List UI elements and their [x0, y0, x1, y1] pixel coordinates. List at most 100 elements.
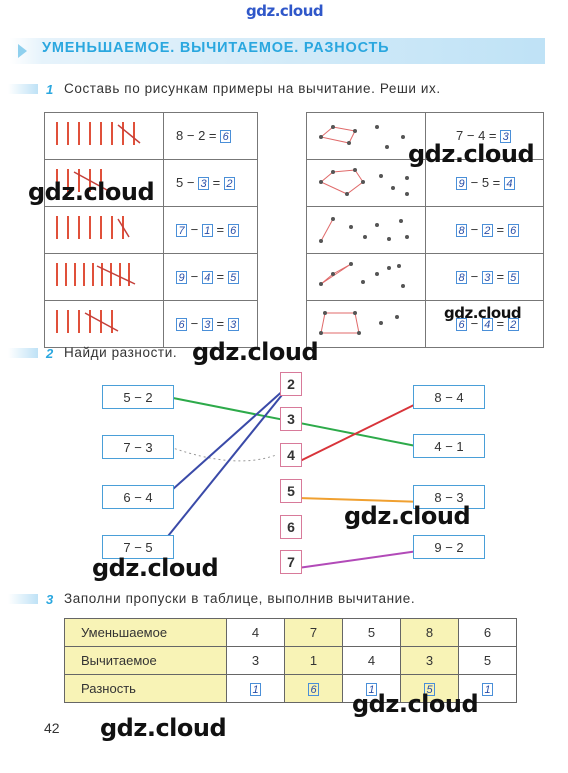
- cross-out-line: [73, 171, 108, 191]
- cross-out-line: [117, 218, 130, 238]
- left-expression-box: 6 − 4: [102, 485, 174, 509]
- dot: [405, 192, 409, 196]
- equation: 9 − 4 = 5: [176, 269, 239, 284]
- dots-drawing: [319, 311, 399, 335]
- row-label: Разность: [64, 674, 227, 703]
- minuend: 9: [456, 177, 467, 190]
- subtrahend: 4: [481, 318, 493, 331]
- minuend: 7: [176, 224, 187, 237]
- table-cell: 1: [226, 674, 285, 703]
- dot: [347, 141, 351, 145]
- cell-value: 1: [482, 683, 493, 696]
- dots-cell: [306, 300, 426, 348]
- equation-cell: 9 − 5 = 4: [425, 159, 544, 207]
- cross-out-line: [117, 124, 141, 144]
- table-cell: 1: [284, 646, 343, 675]
- dot: [379, 321, 383, 325]
- dots-drawing: [319, 262, 405, 288]
- difference: 5: [507, 271, 519, 284]
- header-banner: [10, 38, 545, 64]
- watermark-8: gdz.cloud: [100, 714, 227, 742]
- dot: [363, 235, 367, 239]
- table-cell: 6: [458, 618, 517, 647]
- outline-shape: [320, 169, 364, 195]
- dot: [395, 315, 399, 319]
- sticks-cell: [44, 300, 164, 348]
- cell-value: 4: [367, 653, 376, 668]
- minuend: 8: [456, 224, 467, 237]
- table-cell: 1: [458, 674, 517, 703]
- table-row: 6 − 3 = 3: [44, 300, 258, 348]
- watermark-7: gdz.cloud: [352, 690, 479, 718]
- cell-value: 3: [251, 653, 260, 668]
- cell-value: 1: [309, 653, 318, 668]
- left-expression-box: 7 − 3: [102, 435, 174, 459]
- dots-cell: [306, 112, 426, 160]
- table-cell: 3: [400, 646, 459, 675]
- right-expression-box: 4 − 1: [413, 434, 485, 458]
- cell-value: 5: [367, 625, 376, 640]
- subtrahend: 4: [478, 128, 486, 143]
- sticks-cell: [44, 253, 164, 301]
- equation: 7 − 1 = 6: [176, 222, 239, 237]
- cell-value: 7: [309, 625, 318, 640]
- dot: [349, 262, 353, 266]
- subtrahend: 1: [201, 224, 213, 237]
- equation: 7 − 4 = 3: [456, 128, 512, 143]
- dashed-guide-line: [169, 446, 277, 462]
- equation-cell: 7 − 1 = 6: [163, 206, 258, 254]
- dot: [319, 331, 323, 335]
- cross-out-line: [96, 265, 136, 285]
- equation: 8 − 2 = 6: [456, 222, 519, 237]
- dot: [375, 223, 379, 227]
- equation: 6 − 3 = 3: [176, 316, 239, 331]
- table-cell: 1: [342, 674, 401, 703]
- cell-value: 6: [308, 683, 319, 696]
- difference: 6: [227, 224, 239, 237]
- dot: [391, 186, 395, 190]
- cell-value: 5: [424, 683, 435, 696]
- dot: [357, 331, 361, 335]
- subtrahend: 3: [201, 318, 213, 331]
- subtrahend: 4: [201, 271, 213, 284]
- dot: [319, 239, 323, 243]
- dot: [353, 311, 357, 315]
- table-row: 7 − 4 = 3: [306, 112, 544, 160]
- equation-cell: 8 − 2 = 6: [163, 112, 258, 160]
- equation: 9 − 5 = 4: [456, 175, 515, 190]
- cell-value: 6: [483, 625, 492, 640]
- cell-value: 1: [250, 683, 261, 696]
- table-cell: 5: [342, 618, 401, 647]
- page-number: 42: [44, 720, 60, 736]
- table-row: 9 − 5 = 4: [306, 159, 544, 207]
- equation: 8 − 3 = 5: [456, 269, 519, 284]
- difference: 3: [227, 318, 239, 331]
- task-1-text: Составь по рисункам примеры на вычитание…: [64, 81, 441, 96]
- dot: [361, 180, 365, 184]
- watermark-4: gdz.cloud: [192, 338, 319, 366]
- page-title: УМЕНЬШАЕМОЕ. ВЫЧИТАЕМОЕ. РАЗНОСТЬ: [42, 40, 390, 56]
- difference: 3: [500, 130, 512, 143]
- sticks-cell: [44, 112, 164, 160]
- line-4-to-8-4: [297, 401, 421, 463]
- right-expression-box: 9 − 2: [413, 535, 485, 559]
- dots-drawing: [319, 217, 409, 243]
- dot: [401, 135, 405, 139]
- watermark-3: gdz.cloud: [444, 304, 522, 322]
- cell-value: 4: [251, 625, 260, 640]
- number-box: 6: [280, 515, 302, 539]
- minuend: 7: [456, 128, 464, 143]
- difference: 6: [220, 130, 232, 143]
- task-2-bar: [8, 348, 38, 358]
- dot: [331, 217, 335, 221]
- equation-cell: 8 − 2 = 6: [425, 206, 544, 254]
- minuend: 8: [456, 271, 467, 284]
- outline-shape: [320, 263, 352, 285]
- number-box: 3: [280, 407, 302, 431]
- table-cell: 8: [400, 618, 459, 647]
- cross-out-line: [84, 312, 119, 332]
- watermark-2: gdz.cloud: [28, 178, 155, 206]
